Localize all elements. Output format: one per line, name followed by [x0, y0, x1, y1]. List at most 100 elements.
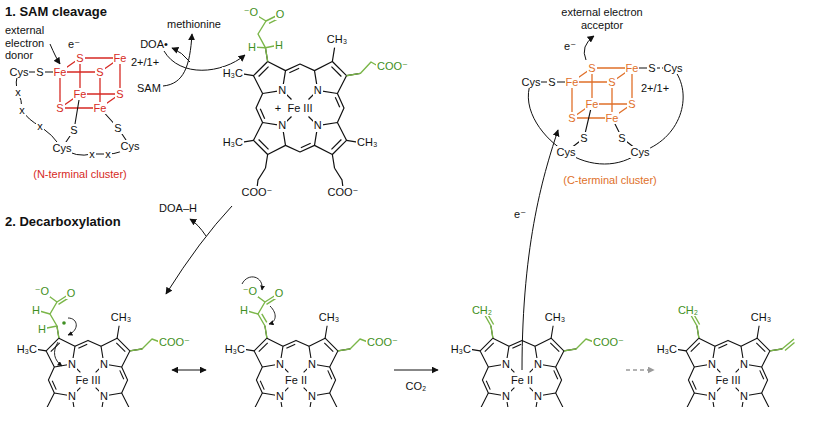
atom-label: N [501, 358, 511, 371]
group-label: COO⁻ [592, 336, 625, 349]
atom-label: S [35, 66, 44, 79]
porphyrin-structure [22, 291, 160, 435]
porphyrin-structure [662, 314, 794, 407]
reaction-arrow [166, 130, 558, 370]
cluster-label: (N-terminal cluster) [32, 168, 128, 181]
group-label: H₃C [450, 343, 472, 356]
group-label: CH₃ [356, 136, 378, 149]
residue-label: Cys [120, 140, 141, 153]
atom-label: H [247, 41, 257, 54]
group-label: COO⁻ [366, 336, 399, 349]
porphyrin-structure [482, 310, 594, 351]
group-label: CH₃ [326, 33, 348, 46]
group-label: COO⁻ [327, 186, 360, 199]
atom-label: Fe [605, 112, 620, 125]
porphyrin-structure [68, 318, 76, 335]
electron-arrow [584, 36, 594, 60]
porphyrin-structure [62, 321, 66, 325]
porphyrin-structure [456, 314, 588, 407]
molecule-label: DOA• [139, 38, 169, 51]
residue-label: Cys [663, 62, 684, 75]
atom-label: S [69, 124, 78, 137]
section-heading: 1. SAM cleavage [4, 5, 108, 20]
atom-label: H [274, 39, 284, 52]
atom-label: S [547, 76, 556, 89]
reaction-arrow [522, 130, 558, 370]
atom-label: N [99, 358, 109, 371]
atom-label: N [707, 358, 717, 371]
atom-label: N [67, 390, 77, 403]
residue-label: x [36, 120, 44, 133]
reaction-arrow [394, 370, 438, 371]
atom-label: Fe [585, 98, 600, 111]
fe4s4-cluster [16, 72, 130, 155]
fe4s4-cluster [16, 58, 130, 155]
metal-label: Fe II [510, 374, 534, 387]
metal-label: Fe III [286, 102, 313, 115]
porphyrin-structure [230, 314, 362, 407]
reaction-arrow [172, 48, 190, 62]
atom-label: N [99, 390, 109, 403]
charge-label: 2+/1+ [130, 56, 160, 69]
porphyrin-structure [130, 339, 160, 351]
atom-label: Fe [625, 62, 640, 75]
atom-label: H [31, 304, 41, 317]
atom-label: O [274, 287, 285, 300]
porphyrin-structure [22, 314, 154, 407]
atom-label: N [277, 119, 287, 132]
reaction-arrow [190, 219, 206, 236]
atom-label: S [115, 88, 124, 101]
atom-label: ⁻O [34, 285, 50, 298]
atom-label: Fe [93, 102, 108, 115]
atom-label: S [627, 98, 636, 111]
fe4s4-cluster [572, 68, 632, 118]
group-label: CH₂ [677, 304, 699, 317]
porphyrin-structure [22, 314, 154, 407]
atom-label: S [75, 52, 84, 65]
reaction-arrow [166, 206, 232, 294]
porphyrin-structure [230, 314, 362, 407]
atom-label: H [239, 304, 249, 317]
porphyrin-structure [262, 314, 267, 323]
fe4s4-cluster [19, 72, 130, 148]
molecule-label: DOA–H [158, 202, 198, 215]
atom-label: ⁻O [242, 285, 258, 298]
atom-label: O [275, 8, 286, 21]
atom-label: S [647, 62, 656, 75]
group-label: COO⁻ [376, 60, 409, 73]
electron-label: e⁻ [563, 40, 577, 53]
reaction-arrow [163, 34, 245, 86]
metal-label: Fe III [714, 374, 741, 387]
porphyrin-structure [230, 277, 368, 435]
atom-label: N [277, 84, 287, 97]
atom-label: Fe [53, 66, 68, 79]
molecule-label: SAM [136, 82, 162, 95]
porphyrin-structure [785, 343, 795, 351]
porphyrin-structure [456, 310, 594, 435]
group-label: H₃C [16, 343, 38, 356]
porphyrin-structure [456, 314, 588, 407]
porphyrin-structure [227, 12, 378, 188]
atom-label: Fe [73, 88, 88, 101]
porphyrin-structure [688, 310, 795, 351]
atom-label: S [607, 76, 616, 89]
group-label: CH₃ [110, 311, 132, 324]
atom-label: Fe [565, 76, 580, 89]
fe4s4-cluster [60, 58, 120, 108]
group-label: CH₃ [544, 311, 566, 324]
residue-label: x [88, 148, 96, 161]
atom-label: S [95, 66, 104, 79]
metal-label: Fe III [74, 374, 101, 387]
atom-label: H [37, 323, 47, 336]
atom-label: S [567, 112, 576, 125]
porphyrin-structure [564, 339, 594, 351]
porphyrin-structure [251, 12, 378, 76]
atom-label: N [501, 390, 511, 403]
reaction-arrow [172, 370, 206, 371]
porphyrin-structure [55, 342, 62, 366]
residue-label: x [14, 86, 22, 99]
atom-label: N [307, 358, 317, 371]
atom-label: S [113, 122, 122, 135]
note-text: external electron donor [4, 24, 56, 62]
